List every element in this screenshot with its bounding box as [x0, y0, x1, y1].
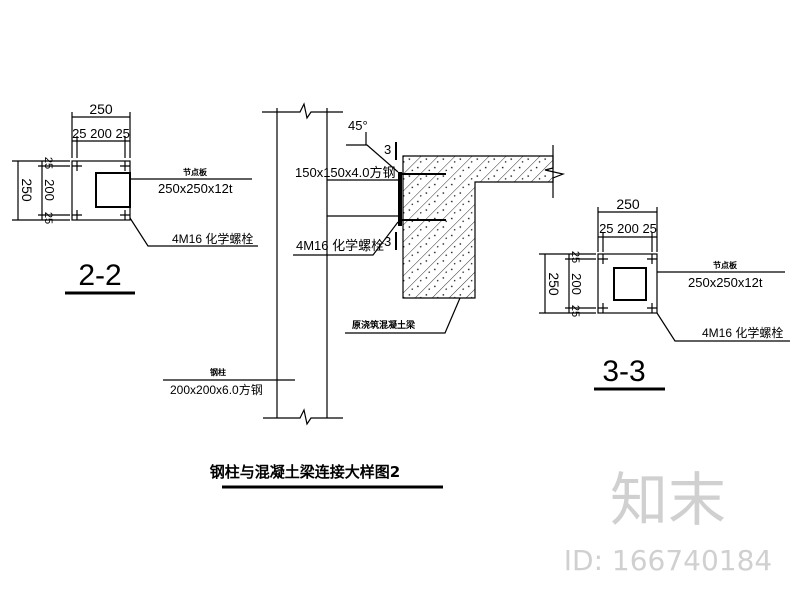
- plate-label: 节点板: [183, 167, 208, 177]
- drawing-title: 钢柱与混凝土梁连接大样图2: [210, 463, 400, 481]
- dim-total-h: 250: [89, 101, 113, 117]
- bolt-label: 4M16 化学螺栓: [296, 238, 384, 253]
- column-label: 钢柱: [210, 367, 226, 377]
- section-mark-top: 3: [384, 142, 391, 157]
- dim-total-v: 250: [19, 178, 35, 202]
- plate-size: 250x250x12t: [688, 275, 763, 290]
- section-title: 3-3: [602, 355, 645, 388]
- dim-mid: 200: [42, 179, 57, 201]
- bolt-marks: [72, 161, 130, 220]
- column-size: 200x200x6.0方钢: [170, 382, 263, 397]
- dimensions: 250 25 200 25 250 25 200 25: [12, 101, 131, 224]
- bolt-label: 4M16 化学螺栓: [172, 231, 253, 246]
- elevation: 150x150x4.0方钢 45° 3 3 4M16 化学螺栓 原浇筑混凝土梁 …: [163, 102, 566, 489]
- connection-plate: [398, 172, 402, 226]
- watermark-id: ID: 166740184: [564, 544, 772, 577]
- watermark: 知末 ID: 166740184: [564, 466, 772, 577]
- dim-mid: 200: [569, 273, 584, 295]
- section-2-2: 250 25 200 25 250 25 200 25 节点板 250x250x…: [12, 101, 258, 295]
- square-tube: [613, 267, 647, 301]
- section-3-3: 250 25 200 25 250 25 200 25 节点板 250x250x…: [539, 196, 790, 391]
- bolt-marks: [598, 254, 657, 313]
- dim-total-v: 250: [546, 272, 562, 296]
- dim-bot: 25: [42, 212, 54, 224]
- dim-top: 25: [42, 157, 54, 169]
- dim-split-h: 25 200 25: [599, 221, 657, 236]
- concrete-beam: [402, 155, 554, 299]
- dim-split-h: 25 200 25: [72, 126, 130, 141]
- section-mark-bottom: 3: [384, 234, 391, 249]
- tube-label: 150x150x4.0方钢: [295, 165, 395, 180]
- base-plate: [597, 253, 658, 314]
- angle-label: 45°: [348, 118, 368, 133]
- dim-total-h: 250: [616, 196, 640, 212]
- dim-top: 25: [569, 251, 581, 263]
- watermark-brand: 知末: [610, 466, 726, 534]
- steel-column: [262, 102, 343, 426]
- plate-label: 节点板: [713, 260, 738, 270]
- plate-size: 250x250x12t: [158, 181, 233, 196]
- beam-label: 原浇筑混凝土梁: [352, 319, 416, 331]
- dim-bot: 25: [569, 305, 581, 317]
- square-tube: [95, 172, 131, 208]
- section-title: 2-2: [78, 259, 121, 292]
- base-plate: [71, 160, 131, 221]
- bolt-label: 4M16 化学螺栓: [702, 325, 783, 340]
